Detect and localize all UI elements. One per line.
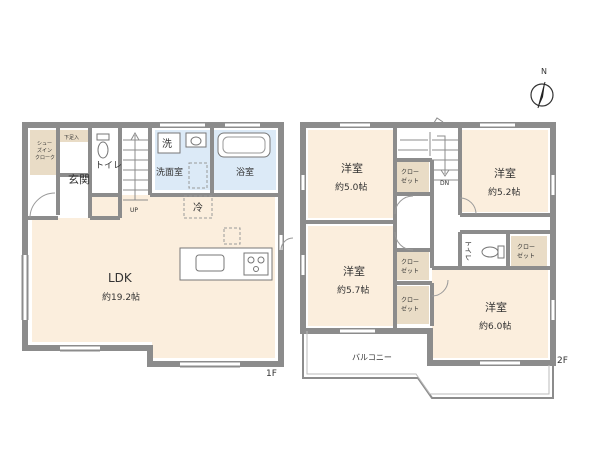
ldk-area: 約19.2帖 bbox=[102, 291, 140, 303]
kitchen-stove bbox=[243, 252, 269, 276]
room-w-floor bbox=[308, 226, 394, 326]
shoes-closet-floor bbox=[30, 130, 58, 175]
closet-d-floor bbox=[511, 236, 547, 266]
bathtub bbox=[217, 132, 271, 158]
closet-b-label-2: ゼット bbox=[401, 267, 419, 275]
kitchen-sink bbox=[195, 254, 225, 272]
windows-1f bbox=[23, 123, 283, 366]
floor-2: バルコニー bbox=[300, 117, 568, 399]
room-se-floor bbox=[432, 270, 548, 358]
toilet-label-2f: トイレ bbox=[464, 240, 472, 261]
bathroom-label: 浴室 bbox=[236, 166, 254, 178]
closet-c-label-2: ゼット bbox=[401, 305, 419, 313]
room-nw-name: 洋室 bbox=[341, 161, 363, 175]
windows-2f bbox=[301, 123, 555, 365]
room-w-name: 洋室 bbox=[343, 264, 365, 278]
washbasin-bowl bbox=[190, 136, 202, 146]
room-se-name: 洋室 bbox=[485, 300, 507, 314]
closet-a-label-2: ゼット bbox=[401, 177, 419, 185]
closet-c-floor bbox=[397, 286, 429, 324]
closet-d-label-1: クロー bbox=[517, 244, 535, 251]
compass-north-label: N bbox=[541, 67, 547, 76]
room-ne-area: 約5.2帖 bbox=[488, 186, 520, 198]
ldk-label: LDK bbox=[108, 271, 133, 285]
stairs-2f bbox=[398, 132, 458, 181]
floor2-label: 2F bbox=[557, 356, 568, 366]
room-ne-floor bbox=[462, 130, 548, 212]
wash-storage bbox=[188, 162, 208, 189]
entrance-door-swing bbox=[29, 192, 56, 219]
room-ne-name: 洋室 bbox=[494, 166, 516, 180]
under-storage-floor bbox=[60, 130, 88, 142]
shoes-closet-label-1: シュー bbox=[37, 141, 52, 147]
closet-a-floor bbox=[397, 160, 429, 192]
kitchen-shelf bbox=[223, 227, 241, 245]
floor1-outer-wall bbox=[22, 122, 284, 367]
entrance-label-1: 玄関 bbox=[68, 172, 90, 186]
toilet-fixture-2f bbox=[481, 245, 505, 259]
floor1-label: 1F bbox=[266, 369, 277, 379]
room-nw-area: 約5.0帖 bbox=[335, 181, 367, 193]
washroom-label: 洗面室 bbox=[156, 166, 183, 178]
closet-b-floor bbox=[397, 252, 429, 280]
toilet-fixture-1f bbox=[96, 133, 110, 159]
floor-1: UP トイレ シュー ズイン クローク 下足入 玄関 洗 洗面室 浴室 冷 bbox=[21, 122, 294, 379]
room-se-area: 約6.0帖 bbox=[479, 320, 511, 332]
washer-label: 洗 bbox=[162, 138, 172, 150]
room-nw-floor bbox=[308, 130, 394, 218]
washer-box bbox=[157, 132, 181, 154]
shoes-closet-label-2: ズイン bbox=[37, 147, 52, 154]
closet-a-label-1: クロー bbox=[401, 169, 419, 176]
ldk-floor bbox=[32, 195, 275, 358]
toilet-label-1f: トイレ bbox=[95, 161, 122, 171]
shoes-closet-label-3: クローク bbox=[35, 155, 55, 161]
fridge-label: 冷 bbox=[193, 201, 203, 214]
closet-c-label-1: クロー bbox=[401, 297, 419, 304]
balcony-label: バルコニー bbox=[352, 353, 392, 362]
stairs-1f bbox=[123, 131, 148, 201]
stair-up-label: UP bbox=[130, 207, 138, 214]
balcony-outline bbox=[302, 331, 554, 399]
compass-circle bbox=[530, 83, 554, 107]
room-w-area: 約5.7帖 bbox=[337, 284, 369, 296]
compass: N bbox=[530, 67, 554, 109]
stair-dn-label: DN bbox=[440, 180, 449, 187]
closet-b-label-1: クロー bbox=[401, 259, 419, 266]
closet-d-label-2: ゼット bbox=[517, 252, 535, 260]
under-storage-label: 下足入 bbox=[64, 135, 79, 141]
washbasin bbox=[185, 132, 207, 148]
